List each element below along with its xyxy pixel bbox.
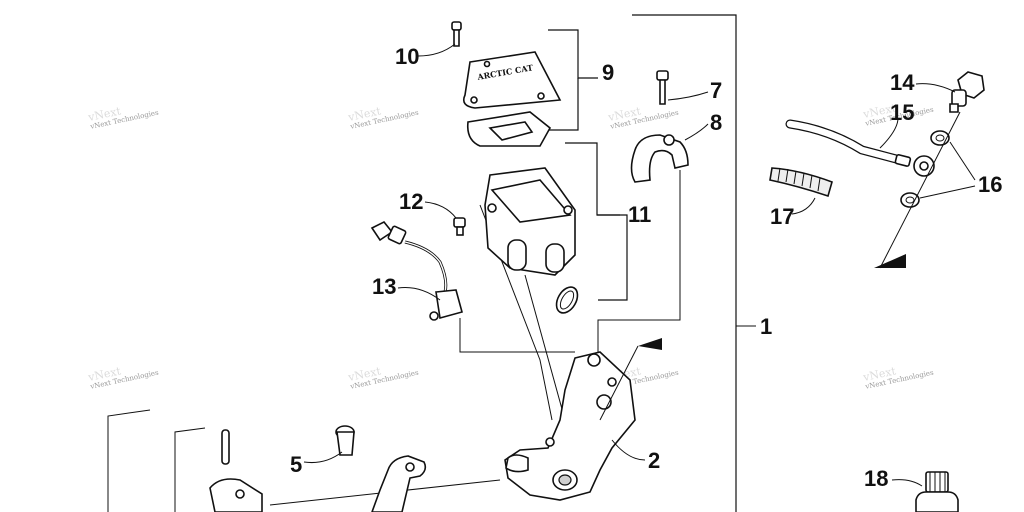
callout-11: 11 (628, 202, 651, 227)
part-lever-pivot (209, 478, 263, 512)
part-11-reservoir-body (484, 167, 576, 276)
callout-16: 16 (978, 172, 1002, 197)
leader-7 (667, 91, 709, 101)
callout-17: 17 (770, 204, 794, 229)
part-12-screw (453, 217, 466, 236)
watermark-6: vNext vNext Technologies (346, 364, 420, 391)
callout-7: 7 (710, 78, 722, 103)
watermark-8: vNext vNext Technologies (861, 364, 935, 391)
callout-14: 14 (890, 70, 915, 95)
part-pin (221, 429, 230, 465)
part-13-brake-switch (370, 220, 463, 321)
leader-2 (611, 439, 646, 461)
watermark-5: vNext vNext Technologies (86, 364, 160, 391)
part-5-bolt (335, 425, 355, 456)
part-7-screw (656, 70, 669, 105)
watermark-1: vNext vNext Technologies (86, 104, 160, 131)
leader-8 (684, 123, 709, 141)
leader-14 (915, 83, 956, 93)
part-17-sleeve (769, 167, 833, 198)
leader-15 (879, 117, 899, 149)
part-15-brake-hose (785, 119, 935, 177)
part-9-reservoir-cover: ARCTIC CAT (462, 51, 562, 109)
callout-1: 1 (760, 314, 772, 339)
leader-12 (424, 201, 457, 219)
leader-5 (303, 451, 343, 463)
watermark-3: vNext vNext Technologies (606, 104, 680, 131)
direction-arrow-right (874, 254, 906, 268)
leader-16a (949, 141, 976, 181)
leader-10 (417, 43, 456, 57)
part-9-gasket (466, 111, 552, 147)
bracket-11 (565, 142, 620, 216)
callout-12: 12 (399, 189, 423, 214)
arrow-guide-left (599, 345, 639, 421)
part-18-brake-fluid-bottle (915, 471, 959, 512)
watermark-2: vNext vNext Technologies (346, 104, 420, 131)
direction-arrow-left (638, 338, 662, 350)
bracket-9-lower (545, 78, 579, 131)
hose-axis-line (879, 111, 961, 269)
callout-5: 5 (290, 452, 302, 477)
guide-line-left-2 (174, 427, 206, 512)
callout-9: 9 (602, 60, 614, 85)
bracket-11-lower (597, 214, 628, 301)
leader-16b (919, 185, 976, 199)
leader-17 (791, 197, 816, 215)
callout-18: 18 (864, 466, 888, 491)
part-brake-lever-bracket (371, 455, 427, 512)
assembly-bracket-1 (632, 14, 737, 512)
guide-line-left-1 (107, 409, 151, 512)
callout-8: 8 (710, 110, 722, 135)
callout-15: 15 (890, 100, 914, 125)
callout-10: 10 (395, 44, 419, 69)
part-11-oring (555, 286, 579, 314)
guide-line-11b (524, 274, 566, 421)
part-8-clamp (630, 134, 689, 183)
guide-line-13 (459, 318, 575, 353)
part-2-master-cylinder (504, 351, 636, 501)
bracket-9 (548, 29, 598, 79)
part-14-banjo-bolt (949, 71, 985, 113)
callout-13: 13 (372, 274, 396, 299)
part-10-screw (451, 21, 462, 47)
leader-18 (891, 479, 923, 487)
leader-13 (397, 287, 441, 301)
callout-2: 2 (648, 448, 660, 473)
guide-line-8 (597, 170, 681, 355)
part-16-washer-lower (900, 192, 920, 208)
